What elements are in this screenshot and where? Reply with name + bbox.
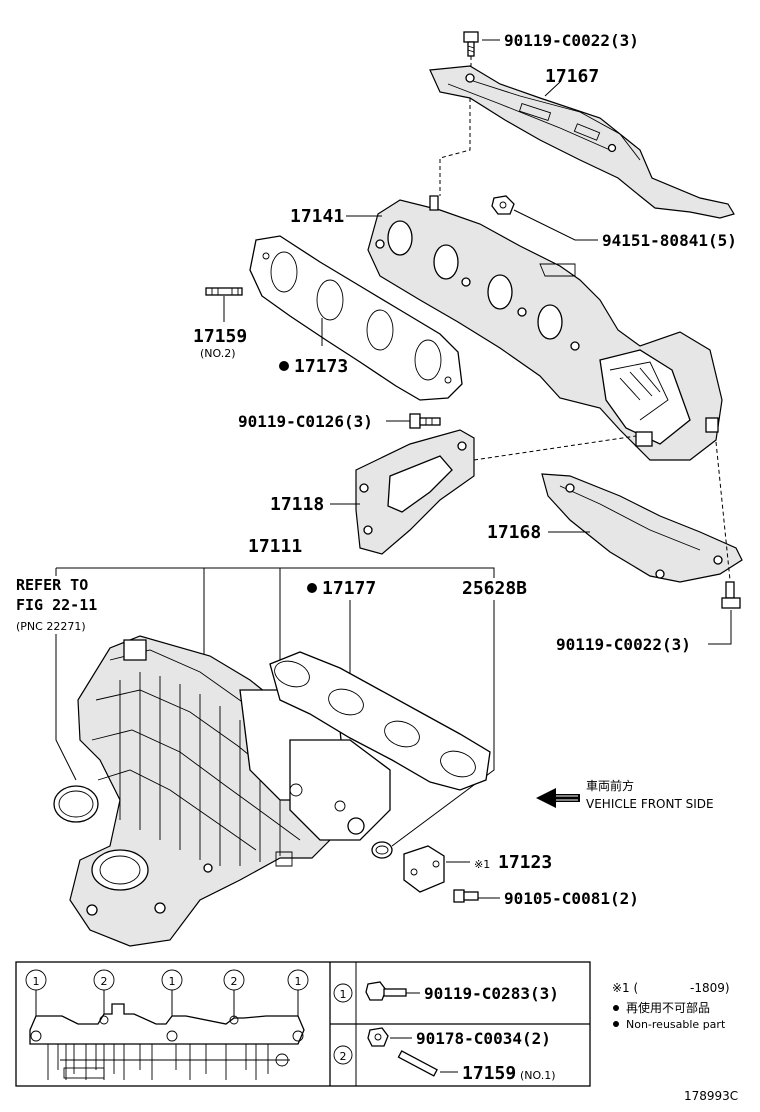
callout-stud-note: (NO.2): [200, 347, 236, 360]
callout-bracket: 17118: [270, 494, 324, 515]
note-en: Non-reusable part: [626, 1018, 726, 1031]
svg-text:1: 1: [169, 975, 176, 988]
figure-code: 178993C: [684, 1089, 738, 1103]
flange-circle-4: 2: [223, 969, 245, 1020]
o-ring-left: [53, 785, 99, 823]
svg-text:2: 2: [340, 1050, 347, 1063]
callout-intake-manifold: 17111: [248, 536, 302, 557]
callout-stud: 17159: [193, 326, 247, 347]
bolt-top-icon: [463, 31, 479, 57]
callout-cover: 17123: [498, 852, 552, 873]
callout-bolt-cover: 90105-C0081(2): [504, 889, 639, 908]
legend-part-2: 90178-C0034(2): [416, 1029, 551, 1048]
legend-stud-icon: [397, 1050, 438, 1077]
o-ring-small: [371, 841, 393, 859]
note-dot-icon-1: [613, 1005, 619, 1011]
intake-manifold: [69, 635, 391, 947]
bolt-bracket-icon: [409, 413, 441, 429]
legend-row-2: 2 90178-C0034(2) 17159 (NO.1): [333, 1027, 556, 1084]
legend-stud-part: 17159: [462, 1063, 516, 1084]
heat-insulator-upper: [429, 65, 735, 219]
callout-exhaust-manifold: 17141: [290, 206, 344, 227]
callout-bolt-top: 90119-C0022(3): [504, 31, 639, 50]
note-ref-mark: ※1 (: [612, 981, 638, 995]
svg-text:2: 2: [231, 975, 238, 988]
callout-cover-mark: ※1: [474, 858, 490, 871]
note-dot-icon-2: [613, 1021, 619, 1027]
refer-line1: REFER TO: [16, 576, 88, 594]
exhaust-gasket: [249, 235, 463, 401]
direction-japanese: 車両前方: [586, 778, 634, 793]
legend-nut-icon: [367, 1027, 389, 1047]
direction-english: VEHICLE FRONT SIDE: [586, 797, 714, 811]
bolt-lower-icon: [721, 581, 741, 609]
callout-heat-insulator-lower: 17168: [487, 522, 541, 543]
non-reusable-dot-icon: [279, 361, 289, 371]
flange-circle-2: 2: [93, 969, 115, 1020]
legend-part-1: 90119-C0283(3): [424, 984, 559, 1003]
legend-bolt-1-icon: [365, 981, 407, 1001]
bolt-cover-icon: [453, 889, 479, 903]
bracket: [355, 429, 475, 555]
callout-nut: 94151-80841(5): [602, 231, 737, 250]
refer-line3: (PNC 22271): [16, 620, 86, 633]
front-arrow-icon: [536, 788, 580, 808]
nut-icon: [491, 195, 515, 215]
callout-gasket-25628b: 25628B: [462, 578, 527, 599]
bottom-box: [15, 961, 591, 1087]
exhaust-manifold: [367, 195, 723, 461]
callout-heat-insulator-upper: 17167: [545, 66, 599, 87]
intake-gasket: [269, 651, 491, 791]
note-ref-range: -1809): [690, 981, 730, 995]
cover-plate: [403, 845, 445, 893]
non-reusable-dot-icon-2: [307, 583, 317, 593]
legend-row-1: 1 90119-C0283(3): [333, 981, 559, 1003]
callout-exhaust-gasket: 17173: [294, 356, 348, 377]
svg-text:2: 2: [101, 975, 108, 988]
svg-text:1: 1: [295, 975, 302, 988]
refer-line2: FIG 22-11: [16, 596, 97, 614]
callout-intake-gasket: 17177: [322, 578, 376, 599]
heat-insulator-lower: [541, 473, 743, 583]
stud-icon: [205, 287, 243, 296]
callout-bolt-bracket: 90119-C0126(3): [238, 412, 373, 431]
note-jp: 再使用不可部品: [626, 1000, 710, 1015]
legend-stud-note: (NO.1): [520, 1069, 556, 1082]
flange-side-view: [29, 1003, 305, 1080]
callout-bolt-lower: 90119-C0022(3): [556, 635, 691, 654]
svg-text:1: 1: [340, 988, 347, 1001]
svg-text:1: 1: [33, 975, 40, 988]
